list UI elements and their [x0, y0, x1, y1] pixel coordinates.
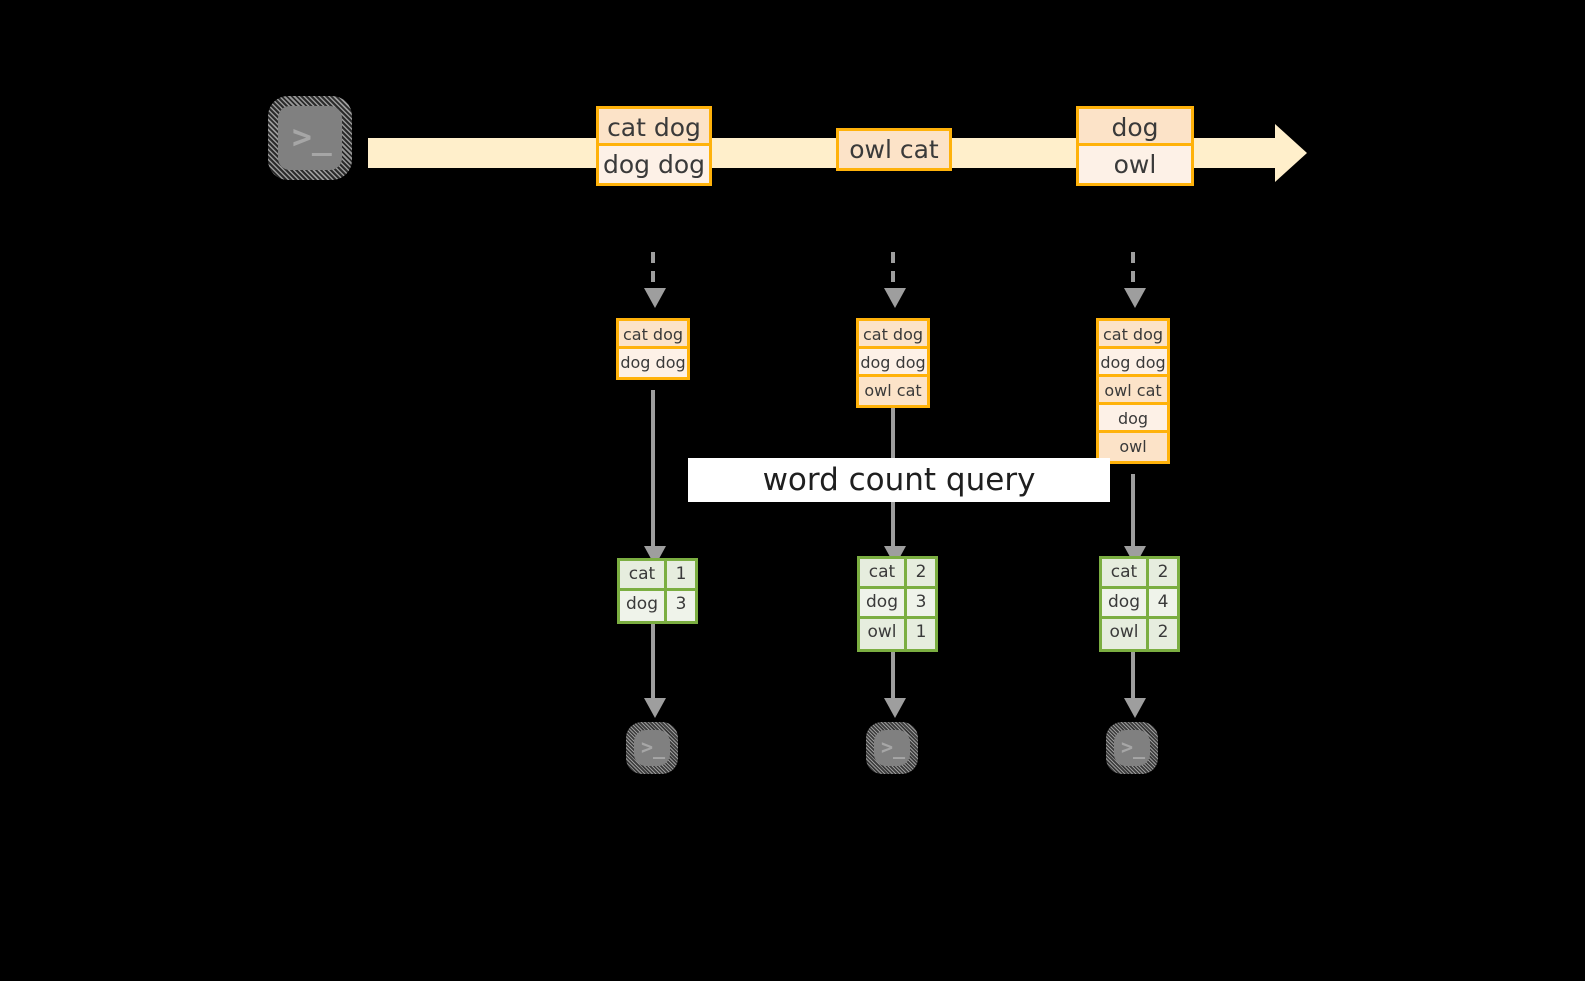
- result-row: dog 3: [620, 591, 695, 621]
- result-count: 1: [907, 619, 935, 649]
- terminal-face: [874, 730, 910, 766]
- terminal-prompt-glyph: >_: [1121, 735, 1146, 759]
- trigger-1-sink-line: [651, 624, 655, 702]
- trigger-3-dashed-line: [1131, 252, 1135, 290]
- input-table-row: owl: [1099, 433, 1167, 461]
- stream-arrow-head: [1275, 124, 1307, 182]
- input-table-row: dog dog: [619, 349, 687, 377]
- trigger-1-dashed-line: [651, 252, 655, 290]
- result-row: cat 2: [1102, 559, 1177, 589]
- result-count: 4: [1149, 589, 1177, 616]
- query-label-band: word count query: [688, 458, 1110, 502]
- input-table-row: dog dog: [1099, 349, 1167, 377]
- trigger-3-result-table: cat 2 dog 4 owl 2: [1099, 556, 1180, 652]
- terminal-face: [634, 730, 670, 766]
- stream-batch-1: cat dog dog dog: [596, 106, 712, 186]
- terminal-prompt-glyph: >_: [641, 735, 666, 759]
- trigger-3-input-table: cat dog dog dog owl cat dog owl: [1096, 318, 1170, 464]
- result-word: dog: [620, 591, 667, 621]
- result-row: owl 1: [860, 619, 935, 649]
- terminal-prompt-glyph: >_: [292, 117, 332, 156]
- trigger-3-dashed-arrow-head: [1124, 288, 1146, 308]
- terminal-face: [278, 106, 342, 170]
- trigger-3-sink-line: [1131, 652, 1135, 702]
- result-row: dog 3: [860, 589, 935, 619]
- input-table-row: cat dog: [859, 321, 927, 349]
- trigger-2-sink-arrow-head: [884, 698, 906, 718]
- stream-record: owl: [1079, 146, 1191, 183]
- result-row: cat 2: [860, 559, 935, 589]
- trigger-1-input-table: cat dog dog dog: [616, 318, 690, 380]
- trigger-2-dashed-arrow-head: [884, 288, 906, 308]
- trigger-3-sink-arrow-head: [1124, 698, 1146, 718]
- trigger-1-dashed-arrow-head: [644, 288, 666, 308]
- result-count: 1: [667, 561, 695, 588]
- trigger-1-sink-arrow-head: [644, 698, 666, 718]
- stream-batch-3: dog owl: [1076, 106, 1194, 186]
- terminal-face: [1114, 730, 1150, 766]
- stream-record: dog dog: [599, 146, 709, 183]
- trigger-2-input-table: cat dog dog dog owl cat: [856, 318, 930, 408]
- result-count: 3: [907, 589, 935, 616]
- input-table-row: dog: [1099, 405, 1167, 433]
- result-row: owl 2: [1102, 619, 1177, 649]
- trigger-2-sink-line: [891, 652, 895, 702]
- trigger-3-query-line: [1131, 474, 1135, 550]
- result-count: 2: [1149, 619, 1177, 649]
- trigger-2-result-table: cat 2 dog 3 owl 1: [857, 556, 938, 652]
- result-row: dog 4: [1102, 589, 1177, 619]
- terminal-prompt-glyph: >_: [881, 735, 906, 759]
- result-word: cat: [620, 561, 667, 588]
- result-word: cat: [1102, 559, 1149, 586]
- trigger-1-query-line: [651, 390, 655, 550]
- result-word: owl: [860, 619, 907, 649]
- result-row: cat 1: [620, 561, 695, 591]
- result-word: dog: [1102, 589, 1149, 616]
- result-count: 2: [1149, 559, 1177, 586]
- result-count: 2: [907, 559, 935, 586]
- trigger-2-sink-terminal-icon: >_: [866, 722, 918, 774]
- result-count: 3: [667, 591, 695, 621]
- trigger-1-result-table: cat 1 dog 3: [617, 558, 698, 624]
- stream-batch-2: owl cat: [836, 128, 952, 171]
- input-table-row: owl cat: [859, 377, 927, 405]
- input-table-row: cat dog: [619, 321, 687, 349]
- input-table-row: cat dog: [1099, 321, 1167, 349]
- result-word: owl: [1102, 619, 1149, 649]
- trigger-1-sink-terminal-icon: >_: [626, 722, 678, 774]
- input-table-row: dog dog: [859, 349, 927, 377]
- stream-record: dog: [1079, 109, 1191, 146]
- stream-record: owl cat: [839, 131, 949, 168]
- trigger-3-sink-terminal-icon: >_: [1106, 722, 1158, 774]
- input-table-row: owl cat: [1099, 377, 1167, 405]
- query-label: word count query: [762, 462, 1036, 498]
- trigger-2-dashed-line: [891, 252, 895, 290]
- result-word: dog: [860, 589, 907, 616]
- result-word: cat: [860, 559, 907, 586]
- stream-record: cat dog: [599, 109, 709, 146]
- source-terminal-icon: >_: [268, 96, 352, 180]
